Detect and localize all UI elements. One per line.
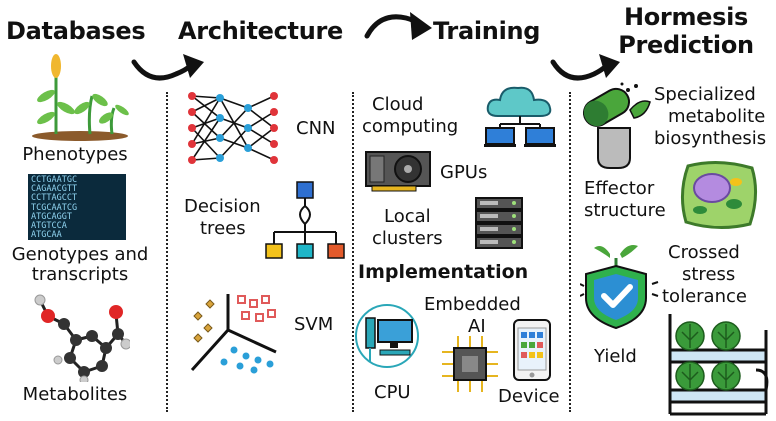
label-cpu: CPU [374,382,411,403]
chip-icon [442,336,498,392]
server-rack-icon [475,197,523,249]
label-crossed-line1: Crossed [668,242,740,263]
label-specialized-line1: Specialized [654,84,756,105]
dna-row: TCGCAATCG [31,202,78,213]
header-training: Training [433,17,541,45]
dna-row: CCTGAATGC [31,175,78,185]
label-decision-line2: trees [200,218,246,239]
label-genotypes-line2: transcripts [31,264,129,285]
label-crossed-line2: stress [682,264,736,285]
plant-cell-icon [681,160,757,230]
label-specialized-line3: biosynthesis [654,128,767,149]
header-architecture: Architecture [178,17,343,45]
gpu-card-icon [365,151,431,192]
label-gpus: GPUs [440,162,488,183]
plants-icon [32,54,129,141]
molecule-icon [34,294,130,382]
header-databases: Databases [6,17,146,45]
label-decision-line1: Decision [184,196,261,217]
label-local-line2: clusters [372,228,443,249]
dna-row: ATGTCCA [31,221,67,232]
shield-check-icon [580,245,659,330]
label-metabolites: Metabolites [22,384,128,405]
svm-scatter-icon [190,294,277,374]
flow-arrow-1-icon [131,54,204,81]
divider-2 [352,92,354,412]
cloud-computing-icon [484,86,556,147]
dna-row: CCTTAGCCT [31,193,78,204]
label-device: Device [498,386,560,407]
label-yield: Yield [594,346,637,367]
dna-row: ATGCAA [31,230,62,240]
label-cloud-line2: computing [362,116,459,137]
pill-leaf-icon [582,82,651,169]
label-phenotypes: Phenotypes [22,144,128,165]
divider-1 [166,92,168,412]
dna-row: ATGCAGGT [31,211,72,222]
label-cloud-line1: Cloud [372,94,424,115]
cpu-computer-icon [355,304,419,368]
label-implementation: Implementation [358,261,529,283]
label-svm: SVM [294,314,334,335]
divider-3 [569,92,571,412]
decision-tree-icon [265,181,345,259]
label-cnn: CNN [296,118,336,139]
neural-network-icon [188,92,278,164]
phone-device-icon [513,319,551,381]
flow-arrow-3-icon [550,54,620,81]
label-specialized-line2: metabolite [668,106,766,127]
flow-arrow-2-icon [364,12,432,40]
label-embedded-line2: AI [468,316,486,337]
label-effector-line1: Effector [584,178,655,199]
hydroponic-rack-icon [668,314,769,416]
label-crossed-line3: tolerance [662,286,747,307]
header-prediction: Prediction [618,31,754,59]
label-local-line1: Local [384,206,431,227]
label-embedded-line1: Embedded [424,294,521,315]
header-hormesis: Hormesis [623,3,749,31]
label-genotypes-line1: Genotypes and [11,244,149,265]
dna-row: CAGAACGTT [31,184,78,195]
label-effector-line2: structure [584,200,666,221]
